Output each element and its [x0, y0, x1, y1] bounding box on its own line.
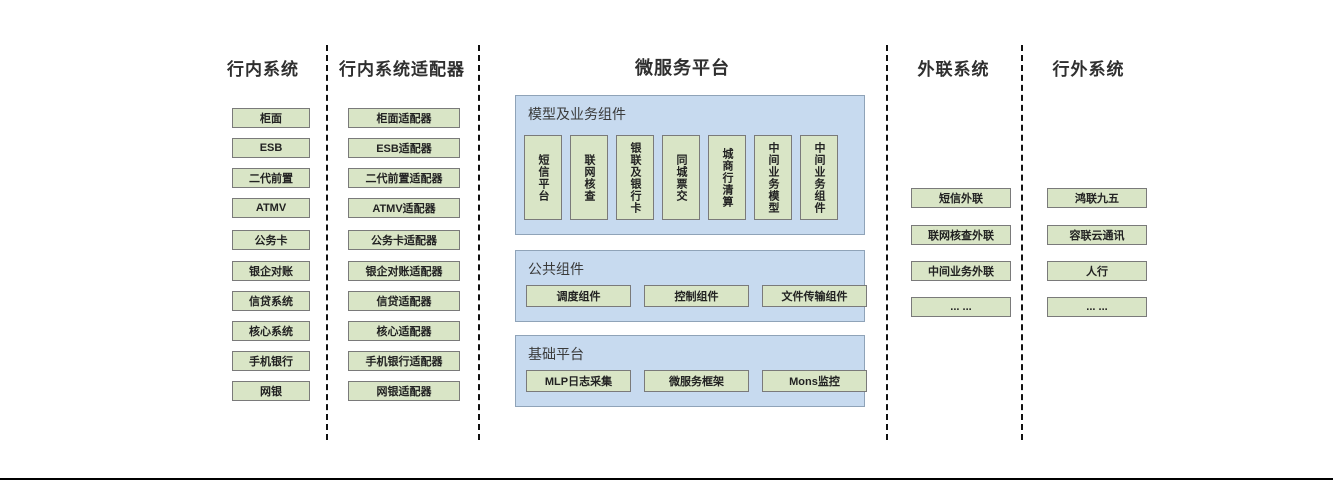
adapter-box[interactable]: 手机银行适配器: [348, 351, 460, 371]
bottom-rule: [0, 478, 1333, 480]
divider-4: [1021, 45, 1023, 440]
divider-2: [478, 45, 480, 440]
base-platform-box[interactable]: 微服务框架: [644, 370, 749, 392]
system-box[interactable]: 柜面: [232, 108, 310, 128]
public-component-box[interactable]: 文件传输组件: [762, 285, 867, 307]
system-box[interactable]: 二代前置: [232, 168, 310, 188]
outside-bank-box[interactable]: 人行: [1047, 261, 1147, 281]
adapter-box[interactable]: 二代前置适配器: [348, 168, 460, 188]
adapter-box[interactable]: 信贷适配器: [348, 291, 460, 311]
system-box[interactable]: 核心系统: [232, 321, 310, 341]
public-component-box[interactable]: 调度组件: [526, 285, 631, 307]
column-title-internal-adapters: 行内系统适配器: [339, 60, 465, 79]
component-box-vertical[interactable]: 联网核查: [570, 135, 608, 220]
base-platform-box[interactable]: Mons监控: [762, 370, 867, 392]
system-box[interactable]: 手机银行: [232, 351, 310, 371]
component-box-vertical[interactable]: 同城票交: [662, 135, 700, 220]
platform-title: 微服务平台: [635, 58, 730, 78]
column-title-outside-bank-systems: 行外系统: [1052, 60, 1125, 79]
outside-bank-box[interactable]: ... ...: [1047, 297, 1147, 317]
system-box[interactable]: ATMV: [232, 198, 310, 218]
panel-title-base-platform: 基础平台: [528, 346, 584, 362]
divider-1: [326, 45, 328, 440]
adapter-box[interactable]: ESB适配器: [348, 138, 460, 158]
column-title-external-link-systems: 外联系统: [917, 60, 990, 79]
external-link-box[interactable]: 短信外联: [911, 188, 1011, 208]
base-platform-box[interactable]: MLP日志采集: [526, 370, 631, 392]
adapter-box[interactable]: 银企对账适配器: [348, 261, 460, 281]
component-box-vertical[interactable]: 城商行清算: [708, 135, 746, 220]
column-title-internal-systems: 行内系统: [227, 60, 299, 79]
adapter-box[interactable]: 网银适配器: [348, 381, 460, 401]
system-box[interactable]: 银企对账: [232, 261, 310, 281]
component-box-vertical[interactable]: 短信平台: [524, 135, 562, 220]
public-component-box[interactable]: 控制组件: [644, 285, 749, 307]
adapter-box[interactable]: ATMV适配器: [348, 198, 460, 218]
component-box-vertical[interactable]: 中间业务组件: [800, 135, 838, 220]
outside-bank-box[interactable]: 容联云通讯: [1047, 225, 1147, 245]
outside-bank-box[interactable]: 鸿联九五: [1047, 188, 1147, 208]
external-link-box[interactable]: 中间业务外联: [911, 261, 1011, 281]
system-box[interactable]: 公务卡: [232, 230, 310, 250]
component-box-vertical[interactable]: 中间业务模型: [754, 135, 792, 220]
divider-3: [886, 45, 888, 440]
system-box[interactable]: 信贷系统: [232, 291, 310, 311]
panel-title-public-components: 公共组件: [528, 261, 584, 277]
panel-title-model-business-components: 模型及业务组件: [528, 106, 626, 122]
adapter-box[interactable]: 公务卡适配器: [348, 230, 460, 250]
external-link-box[interactable]: ... ...: [911, 297, 1011, 317]
system-box[interactable]: 网银: [232, 381, 310, 401]
adapter-box[interactable]: 核心适配器: [348, 321, 460, 341]
external-link-box[interactable]: 联网核查外联: [911, 225, 1011, 245]
component-box-vertical[interactable]: 银联及银行卡: [616, 135, 654, 220]
adapter-box[interactable]: 柜面适配器: [348, 108, 460, 128]
system-box[interactable]: ESB: [232, 138, 310, 158]
